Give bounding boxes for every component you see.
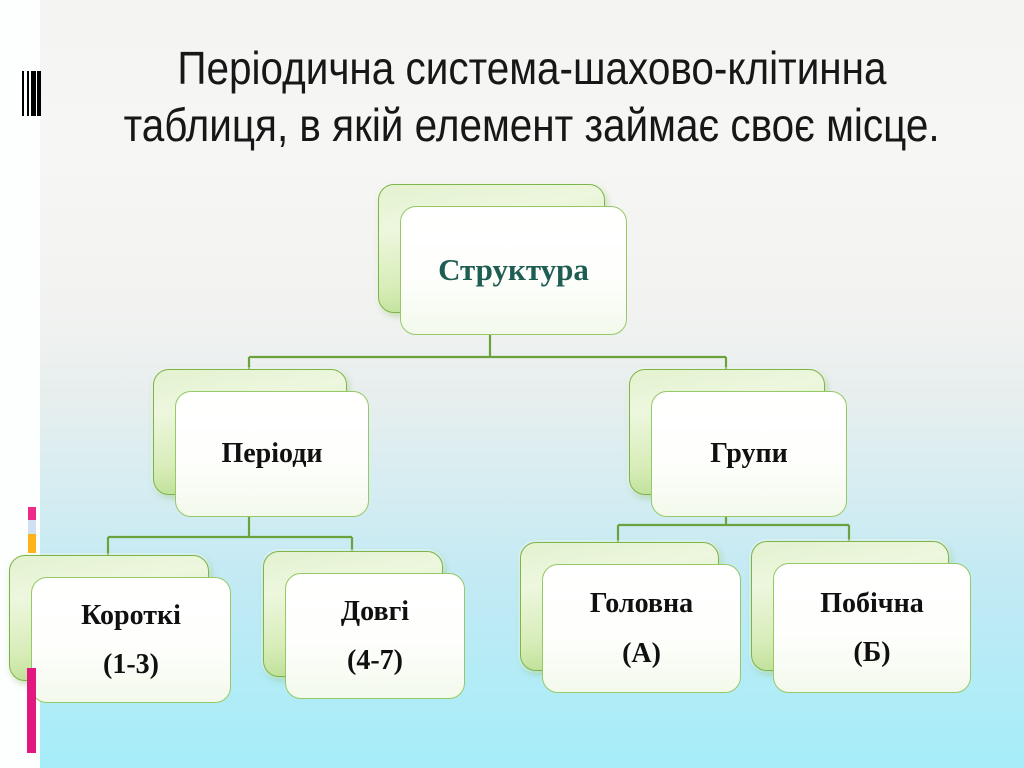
node-grupy: Групи — [629, 369, 847, 517]
node-periody: Періоди — [153, 369, 369, 517]
node-korotki-sublabel: (1-3) — [103, 649, 159, 680]
bar-magenta — [27, 668, 36, 753]
node-grupy-label: Групи — [710, 438, 788, 470]
slide-title: Періодична система-шахово-клітинна табли… — [40, 40, 1024, 154]
node-dovhi-box: Довгі (4-7) — [285, 573, 465, 699]
node-korotki: Короткі (1-3) — [9, 555, 231, 703]
barcode-icon — [22, 71, 41, 116]
node-holovna-sublabel: (А) — [622, 637, 661, 669]
node-korotki-box: Короткі (1-3) — [31, 577, 231, 703]
connector-grupy-to-leaves — [616, 515, 851, 548]
node-pobichna-sublabel: (Б) — [853, 637, 891, 668]
node-holovna-label: Головна — [589, 588, 694, 620]
node-struktura-box: Структура — [400, 206, 627, 335]
node-struktura-label: Структура — [438, 252, 589, 288]
node-grupy-box: Групи — [651, 391, 847, 517]
stripe-blue — [28, 520, 36, 534]
node-holovna: Головна (А) — [520, 542, 741, 693]
stripe-pink — [28, 507, 36, 520]
connector-periody-to-leaves — [106, 515, 354, 560]
title-line-2: таблиця, в якій елемент займає своє місц… — [123, 99, 941, 151]
node-pobichna-label: Побічна — [820, 587, 924, 619]
node-dovhi-label: Довгі — [340, 595, 410, 627]
stripe-orange — [28, 534, 36, 553]
node-holovna-box: Головна (А) — [542, 564, 741, 693]
node-pobichna-box: Побічна (Б) — [773, 563, 971, 693]
node-periody-box: Періоди — [175, 391, 369, 517]
node-periody-label: Періоди — [221, 438, 323, 470]
node-pobichna: Побічна (Б) — [751, 541, 971, 693]
node-dovhi-sublabel: (4-7) — [347, 645, 403, 676]
connector-root-to-level2 — [247, 333, 728, 375]
node-dovhi: Довгі (4-7) — [263, 551, 465, 699]
title-line-1: Періодична система-шахово-клітинна — [177, 42, 887, 94]
node-struktura: Структура — [378, 184, 627, 335]
node-korotki-label: Короткі — [81, 599, 181, 631]
